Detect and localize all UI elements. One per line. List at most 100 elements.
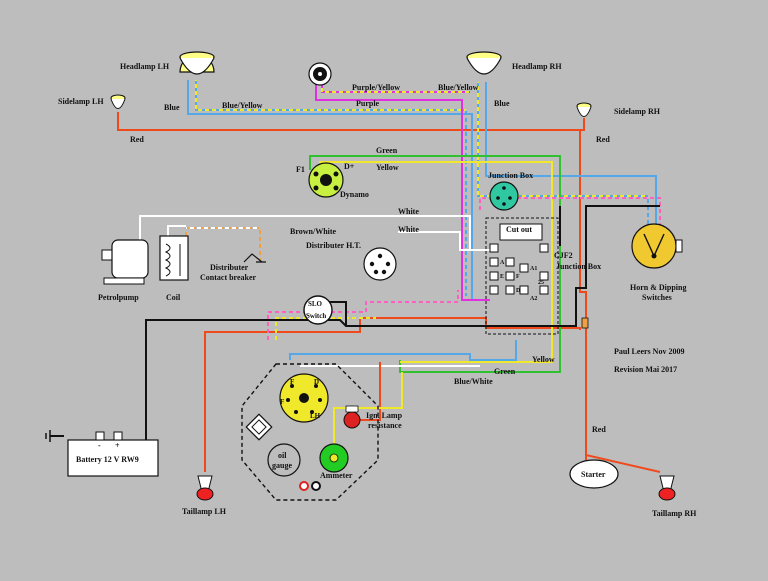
label-blue-right: Blue	[494, 99, 510, 108]
headlamp-rh-icon	[466, 57, 502, 75]
instrument-panel-outline	[241, 363, 379, 501]
wire-red-lower	[204, 317, 581, 472]
ign-lamp-label-1: Ign. Lamp	[366, 411, 403, 420]
battery-minus-label: -	[98, 441, 101, 450]
junction-box-right-label: Junction Box	[556, 262, 601, 271]
horn-dipping-icon	[631, 223, 677, 269]
taillamp-rh: Taillamp RH	[652, 475, 697, 518]
headlamp-lh: Headlamp LH	[120, 51, 215, 75]
wires	[50, 80, 661, 473]
dynamo: F1 D+ Dynamo	[296, 162, 369, 199]
mg-badge-icon	[245, 413, 273, 441]
horn-push	[308, 62, 332, 86]
headlamp-lh-label: Headlamp LH	[120, 62, 170, 71]
switch-lh-label: LH	[310, 412, 321, 420]
oil-gauge: oil gauge	[267, 443, 301, 477]
petrol-pump: Petrolpump	[98, 239, 149, 302]
ignition-coil: Coil	[159, 235, 189, 302]
label-yellow-top: Yellow	[376, 163, 399, 172]
starter: Starter	[569, 459, 619, 489]
switch-d-label: D	[314, 378, 319, 386]
wire-blue-white	[289, 340, 517, 361]
switch-f2-label: F	[280, 398, 284, 406]
terminal-e: E	[500, 274, 504, 280]
horn-dipping-switches: Horn & Dipping Switches	[630, 223, 686, 302]
terminal-d: D	[516, 288, 521, 294]
label-purple: Purple	[356, 99, 380, 108]
battery-icon	[67, 439, 159, 477]
label-white-2: White	[398, 225, 419, 234]
distributer-cb-label-1: Distributer	[210, 263, 249, 272]
sidelamp-lh: Sidelamp LH	[58, 94, 126, 109]
dynamo-label: Dynamo	[340, 190, 369, 199]
wire-blue-headlamp-rh	[485, 82, 657, 238]
label-brown-white: Brown/White	[290, 227, 337, 236]
wire-ign-yellow	[333, 372, 403, 454]
connector-black	[311, 481, 321, 491]
taillamp-rh-label: Taillamp RH	[652, 509, 697, 518]
headlamp-lh-body	[179, 57, 215, 75]
sidelamp-rh-icon	[576, 106, 592, 117]
petrol-pump-icon	[111, 239, 149, 279]
wire-ign-red	[352, 362, 381, 421]
battery-plus-label: +	[115, 441, 120, 450]
wire-green-top	[309, 155, 561, 373]
instrument-panel: F D F LH Ign. Lamp resistance oil gauge …	[241, 363, 403, 501]
earth-icon	[45, 430, 51, 442]
contact-breaker-icon	[243, 253, 266, 263]
wire-pink-dash-1	[267, 290, 459, 340]
oil-gauge-icon	[267, 443, 301, 477]
slo-switch: SLO Switch	[303, 295, 333, 325]
wire-purple	[315, 84, 490, 301]
ammeter: Ammeter	[319, 443, 353, 480]
oil-gauge-label-1: oil	[278, 451, 287, 460]
terminal-f: F	[516, 274, 520, 280]
terminal-a: A	[500, 260, 505, 266]
slo-switch-label-2: Switch	[306, 312, 326, 320]
wire-brown-white	[185, 227, 261, 262]
wire-purple-yellow-y	[321, 84, 470, 93]
switch-f-label: F	[290, 378, 294, 386]
author-label: Paul Leers Nov 2009	[614, 347, 684, 356]
junction-box-top: Junction Box	[488, 171, 533, 211]
taillamp-lh: Taillamp LH	[182, 475, 227, 516]
coil-label: Coil	[166, 293, 181, 302]
wire-white-coil	[167, 225, 186, 236]
fuse-icon	[581, 317, 589, 329]
slo-switch-icon	[303, 295, 333, 325]
starter-label: Starter	[581, 470, 606, 479]
terminal-25: 25	[538, 280, 544, 286]
label-yellow-bottom: Yellow	[532, 355, 555, 364]
contact-breaker: Distributer Contact breaker	[200, 253, 266, 282]
slo-switch-label-1: SLO	[308, 300, 323, 308]
label-blue-yellow-left: Blue/Yellow	[222, 101, 263, 110]
ammeter-label: Ammeter	[320, 471, 353, 480]
horn-dipping-label-1: Horn & Dipping	[630, 283, 686, 292]
horn-dipping-label-2: Switches	[642, 293, 672, 302]
cut-out-label: Cut out	[506, 225, 532, 234]
cut-out-icon	[499, 223, 543, 241]
wire-blueyellow-headlamp-lh-y	[195, 80, 466, 111]
ignition-lamp-icon	[343, 411, 361, 429]
sidelamp-rh-label: Sidelamp RH	[614, 107, 661, 116]
label-purple-yellow: Purple/Yellow	[352, 83, 400, 92]
sidelamp-lh-label: Sidelamp LH	[58, 97, 104, 106]
dynamo-hub	[320, 174, 332, 186]
terminal-a1: A1	[530, 266, 537, 272]
mg-badge	[245, 413, 273, 441]
distributer-cap	[363, 247, 397, 281]
control-box: Cut out A E F D A1 25 A2 CJF2 Junction B…	[485, 217, 601, 335]
wire-white-2	[398, 231, 492, 251]
wire-blue-headlamp-lh	[187, 80, 473, 300]
control-box-outline	[485, 217, 559, 335]
starter-icon	[569, 459, 619, 489]
label-red-right: Red	[596, 135, 610, 144]
label-distributer-ht: Distributer H.T.	[306, 241, 361, 250]
label-green-bottom: Green	[494, 367, 516, 376]
cjf2-label: CJF2	[554, 251, 573, 260]
distributer-cb-label-2: Contact breaker	[200, 273, 257, 282]
coil-icon	[159, 235, 189, 281]
wire-pink-dash-2	[479, 197, 661, 230]
petrol-pump-label: Petrolpump	[98, 293, 139, 302]
